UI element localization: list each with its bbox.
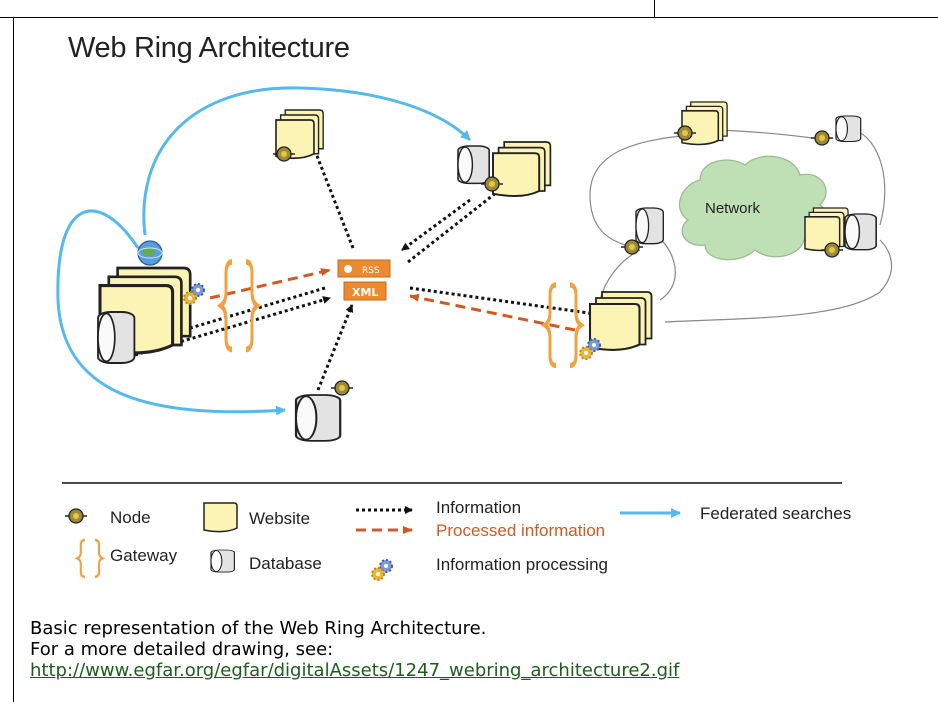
- caption-line-2: For a more detailed drawing, see:: [30, 639, 334, 660]
- network-cloud: Network: [678, 155, 828, 261]
- ring-node-2: [810, 130, 834, 146]
- network-label: Network: [705, 200, 761, 217]
- legend-database-icon: [210, 549, 235, 573]
- detailed-drawing-link[interactable]: http://www.egfar.org/egfar/digitalAssets…: [30, 660, 680, 681]
- right-gears-icon: [579, 338, 601, 360]
- left-database: [97, 311, 136, 364]
- legend-node-icon: [64, 508, 88, 524]
- diagram-title: Web Ring Architecture: [68, 32, 350, 64]
- globe-icon: [137, 240, 163, 266]
- feed-hub: RSS XML: [337, 259, 391, 301]
- legend-processing-label: Information processing: [436, 555, 608, 574]
- legend: Node Website Information Processed infor…: [64, 498, 851, 581]
- legend-gateway-label: Gateway: [110, 546, 178, 565]
- legend-database-label: Database: [249, 554, 322, 573]
- ring-database-1: [835, 115, 862, 143]
- ring-database-3: [844, 213, 877, 251]
- legend-information-label: Information: [436, 498, 521, 517]
- legend-gateway-icon: [76, 538, 104, 578]
- legend-website-label: Website: [249, 509, 310, 528]
- rss-badge-label: RSS: [362, 266, 380, 276]
- left-gateway-icon: [221, 262, 257, 349]
- ring-database-2: [635, 207, 664, 245]
- legend-website-icon: [203, 502, 238, 533]
- upper-right-website: [492, 141, 552, 198]
- legend-node-label: Node: [110, 508, 151, 527]
- legend-processed-label: Processed information: [436, 521, 605, 540]
- bottom-node-icon: [330, 380, 354, 396]
- federated-search-arc-top: [142, 86, 472, 236]
- processed-information-arrows: [209, 268, 576, 332]
- upper-right-database: [457, 145, 490, 185]
- legend-federated-label: Federated searches: [700, 504, 851, 523]
- federated-search-arc-bottom: [56, 209, 286, 416]
- bottom-database: [294, 393, 342, 443]
- frame-border: [13, 17, 938, 702]
- legend-processing-icon: [371, 559, 393, 581]
- ring-website-2: [804, 207, 849, 252]
- caption: Basic representation of the Web Ring Arc…: [30, 618, 679, 681]
- caption-line-1: Basic representation of the Web Ring Arc…: [30, 618, 487, 639]
- xml-badge-label: XML: [352, 286, 378, 299]
